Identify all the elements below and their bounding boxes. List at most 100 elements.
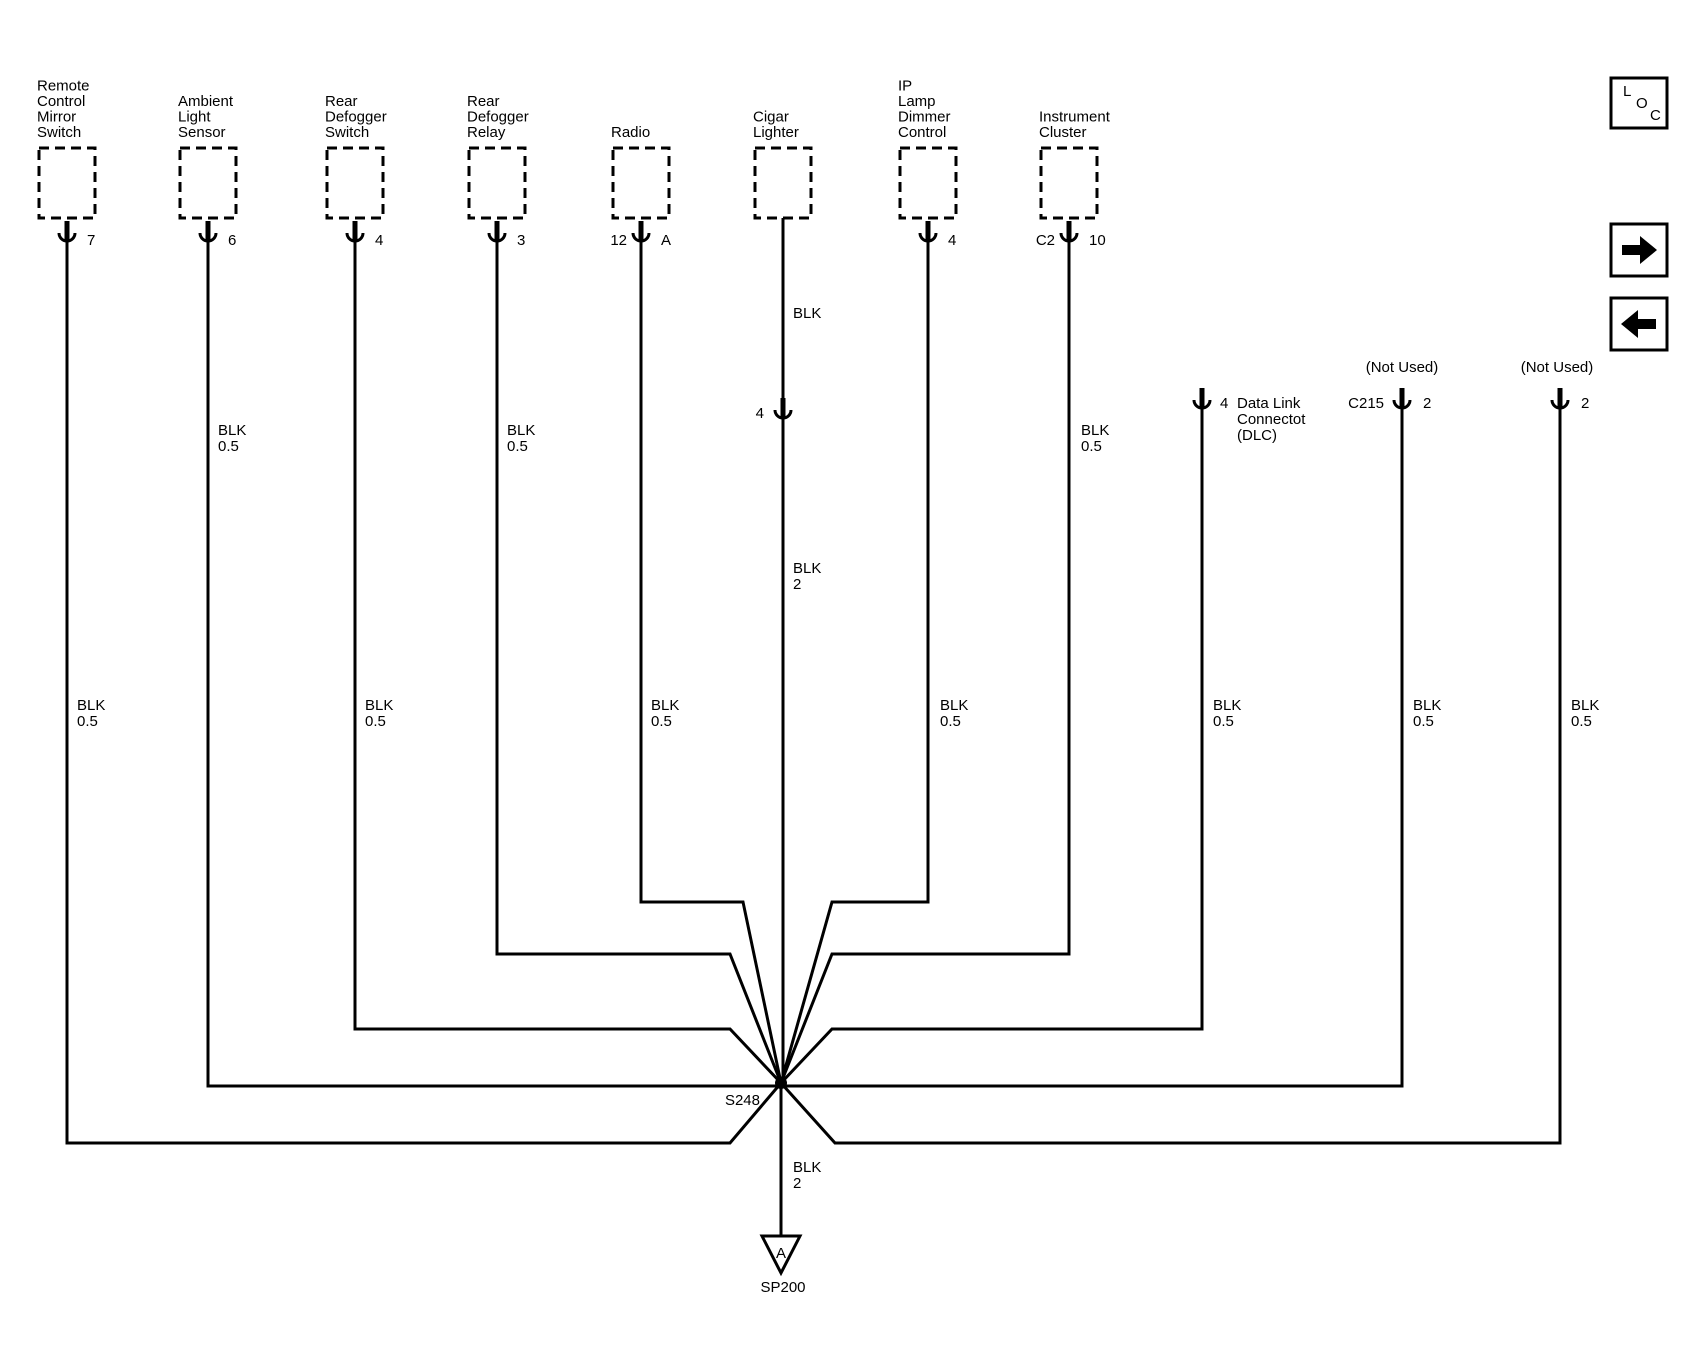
ip-lamp-dimmer-control-terminal: [918, 221, 938, 243]
prev-page-button[interactable]: [1609, 296, 1669, 352]
rear-defogger-switch-terminal: [345, 221, 365, 243]
wire-label-unlabeled: 0.5: [1571, 713, 1592, 730]
next-page-button[interactable]: [1609, 222, 1669, 278]
ground-name-label: SP200: [760, 1279, 805, 1296]
c215-terminal-cup: [1392, 399, 1412, 410]
wire-dlc: [779, 400, 1204, 1085]
rear-defogger-relay-terminal-cup: [487, 232, 507, 243]
wires: [65, 218, 1562, 1236]
wire-label-cigar-upper: BLK: [793, 305, 821, 322]
instrument-cluster-label-line: Instrument: [1039, 109, 1111, 126]
loc-c: C: [1650, 107, 1661, 124]
loc-l: L: [1623, 83, 1631, 100]
wire-label-ground: 2: [793, 1175, 801, 1192]
wire-unlabeled: [779, 400, 1562, 1145]
labels: RemoteControlMirrorSwitch7AmbientLightSe…: [37, 78, 1599, 1297]
instrument-cluster-pin-label: 10: [1089, 232, 1106, 249]
cigar-lighter-label-line: Cigar: [753, 109, 789, 126]
wire-defog-switch: [353, 240, 783, 1085]
wire-label-defog-relay: BLK: [507, 422, 535, 439]
ambient-light-sensor-label-line: Sensor: [178, 124, 226, 141]
remote-control-mirror-switch-terminal: [57, 221, 77, 243]
component-boxes: [37, 146, 1099, 220]
radio-terminal-cup: [631, 232, 651, 243]
rear-defogger-switch-label-line: Switch: [325, 124, 369, 141]
arrow-left-icon: [1621, 310, 1656, 338]
wire-defog-relay: [495, 240, 783, 1084]
wire-mirror: [65, 240, 783, 1145]
instrument-cluster-terminal-cup: [1059, 232, 1079, 243]
unlabeled-terminal-cup: [1550, 399, 1570, 410]
wire-label-dlc: BLK: [1213, 697, 1241, 714]
dlc-name-line: Data Link: [1237, 395, 1301, 412]
wire-label-cigar-lower: BLK: [793, 560, 821, 577]
remote-control-mirror-switch-label-line: Remote: [37, 78, 90, 95]
arrow-right-icon: [1622, 236, 1657, 264]
ip-lamp-dimmer-control-label-line: Lamp: [898, 93, 936, 110]
rear-defogger-relay-label-line: Defogger: [467, 109, 529, 126]
rear-defogger-relay-terminal: [487, 221, 507, 243]
rear-defogger-relay-box: [467, 146, 527, 220]
instrument-cluster-label-line: Cluster: [1039, 124, 1087, 141]
wire-label-dimmer: BLK: [940, 697, 968, 714]
c215-terminal: [1392, 388, 1412, 410]
remote-control-mirror-switch-label-line: Mirror: [37, 109, 76, 126]
rear-defogger-switch-box: [325, 146, 385, 220]
rear-defogger-switch-pin-label: 4: [375, 232, 383, 249]
dlc-name-line: (DLC): [1237, 427, 1277, 444]
wire-dimmer: [779, 240, 930, 1084]
rear-defogger-relay-label-line: Relay: [467, 124, 506, 141]
cigar-lighter-box: [753, 146, 813, 220]
remote-control-mirror-switch-label-line: Switch: [37, 124, 81, 141]
cigar-lighter-label-line: Lighter: [753, 124, 799, 141]
rear-defogger-switch-terminal-cup: [345, 232, 365, 243]
wire-label-dlc: 0.5: [1213, 713, 1234, 730]
wire-label-mirror: BLK: [77, 697, 105, 714]
wire-c215: [781, 400, 1404, 1088]
wire-label-dimmer: 0.5: [940, 713, 961, 730]
wire-cluster: [779, 240, 1071, 1084]
ambient-light-sensor-label-line: Ambient: [178, 93, 234, 110]
ambient-light-sensor-label-line: Light: [178, 109, 211, 126]
wire-label-cluster: 0.5: [1081, 438, 1102, 455]
ambient-light-sensor-pin-label: 6: [228, 232, 236, 249]
wire-label-cigar-lower: 2: [793, 576, 801, 593]
unlabeled-pin: 2: [1581, 395, 1589, 412]
wire-label-ambient: 0.5: [218, 438, 239, 455]
wire-label-mirror: 0.5: [77, 713, 98, 730]
unlabeled-terminal: [1550, 388, 1570, 410]
remote-control-mirror-switch-box: [37, 146, 97, 220]
wire-label-cluster: BLK: [1081, 422, 1109, 439]
ip-lamp-dimmer-control-box: [898, 146, 958, 220]
wire-label-c215: BLK: [1413, 697, 1441, 714]
wire-label-ground: BLK: [793, 1159, 821, 1176]
wire-label-defog-switch: BLK: [365, 697, 393, 714]
c215-note: (Not Used): [1366, 359, 1439, 376]
unlabeled-note: (Not Used): [1521, 359, 1594, 376]
rear-defogger-relay-pin-label: 3: [517, 232, 525, 249]
wire-radio: [639, 240, 783, 1084]
instrument-cluster-terminal: [1059, 221, 1079, 243]
remote-control-mirror-switch-pin-label: 7: [87, 232, 95, 249]
wire-label-defog-relay: 0.5: [507, 438, 528, 455]
radio-pin-label: A: [661, 232, 671, 249]
wire-label-radio: 0.5: [651, 713, 672, 730]
remote-control-mirror-switch-terminal-cup: [57, 232, 77, 243]
remote-control-mirror-switch-label-line: Control: [37, 93, 85, 110]
wire-ambient: [206, 240, 781, 1088]
dlc-terminal: [1192, 388, 1212, 410]
instrument-cluster-pin-prefix: C2: [1036, 232, 1055, 249]
ambient-light-sensor-terminal-cup: [198, 232, 218, 243]
loc-button[interactable]: L O C: [1609, 76, 1669, 130]
ip-lamp-dimmer-control-pin-label: 4: [948, 232, 956, 249]
ip-lamp-dimmer-control-label-line: Control: [898, 124, 946, 141]
cigar-inline-terminal: [773, 398, 793, 420]
radio-pin-prefix: 12: [610, 232, 627, 249]
ground-pin-label: A: [776, 1245, 786, 1262]
terminals: [57, 221, 1570, 1277]
wire-label-radio: BLK: [651, 697, 679, 714]
dlc-name-line: Connectot: [1237, 411, 1306, 428]
radio-terminal: [631, 221, 651, 243]
wire-label-c215: 0.5: [1413, 713, 1434, 730]
